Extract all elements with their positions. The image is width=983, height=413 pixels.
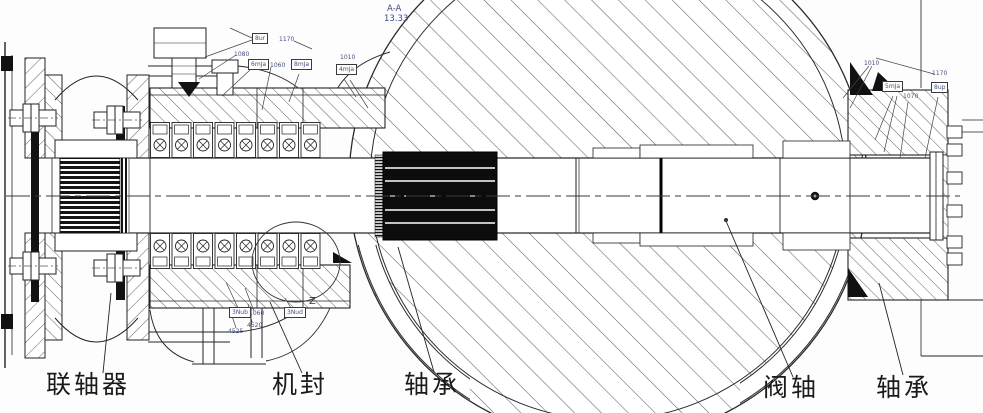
section-scale: 13.33: [384, 14, 409, 24]
part-label-valve-shaft: 阀轴: [763, 375, 820, 402]
callout-left-4: 1060: [270, 62, 286, 69]
callout-bottom-1: 1060: [249, 310, 265, 317]
callout-left-0: 8ur: [252, 33, 269, 44]
callout-bottom-4: 3Nud: [284, 307, 306, 318]
callout-left-7: 4mJa: [336, 64, 358, 75]
callout-right-3: 1070: [903, 93, 919, 100]
part-label-leaders: [102, 220, 904, 378]
section-label: A-A: [387, 4, 402, 14]
gland-group: [148, 27, 386, 365]
callout-bottom-0: 3Nub: [229, 307, 251, 318]
callout-right-1: 1170: [932, 70, 948, 77]
callout-right-4: 8up: [931, 82, 949, 93]
callout-bottom-3: 4525: [228, 328, 244, 335]
part-label-bearing-left: 轴承: [404, 372, 461, 399]
end-plate-bolts: [946, 125, 963, 266]
detail-z-circle: [251, 221, 341, 303]
callout-left-5: 8mJa: [291, 59, 313, 70]
right-bearing-group: [847, 0, 983, 357]
callout-bottom-2: 4520: [247, 322, 263, 329]
detail-marker-z: Z: [309, 296, 316, 307]
part-label-mech-seal: 机封: [272, 372, 329, 399]
callout-right-0: 1010: [864, 60, 880, 67]
callout-leaders: [198, 27, 939, 329]
callout-left-3: 6mJa: [248, 59, 270, 70]
coupling-group: [1, 42, 150, 368]
callout-left-6: 1010: [340, 54, 356, 61]
callout-right-2: 5mJa: [882, 81, 904, 92]
callout-left-2: 1080: [234, 51, 250, 58]
callout-left-1: 1170: [279, 36, 295, 43]
part-label-bearing-right: 轴承: [876, 375, 933, 402]
part-label-coupling: 联轴器: [46, 372, 131, 399]
